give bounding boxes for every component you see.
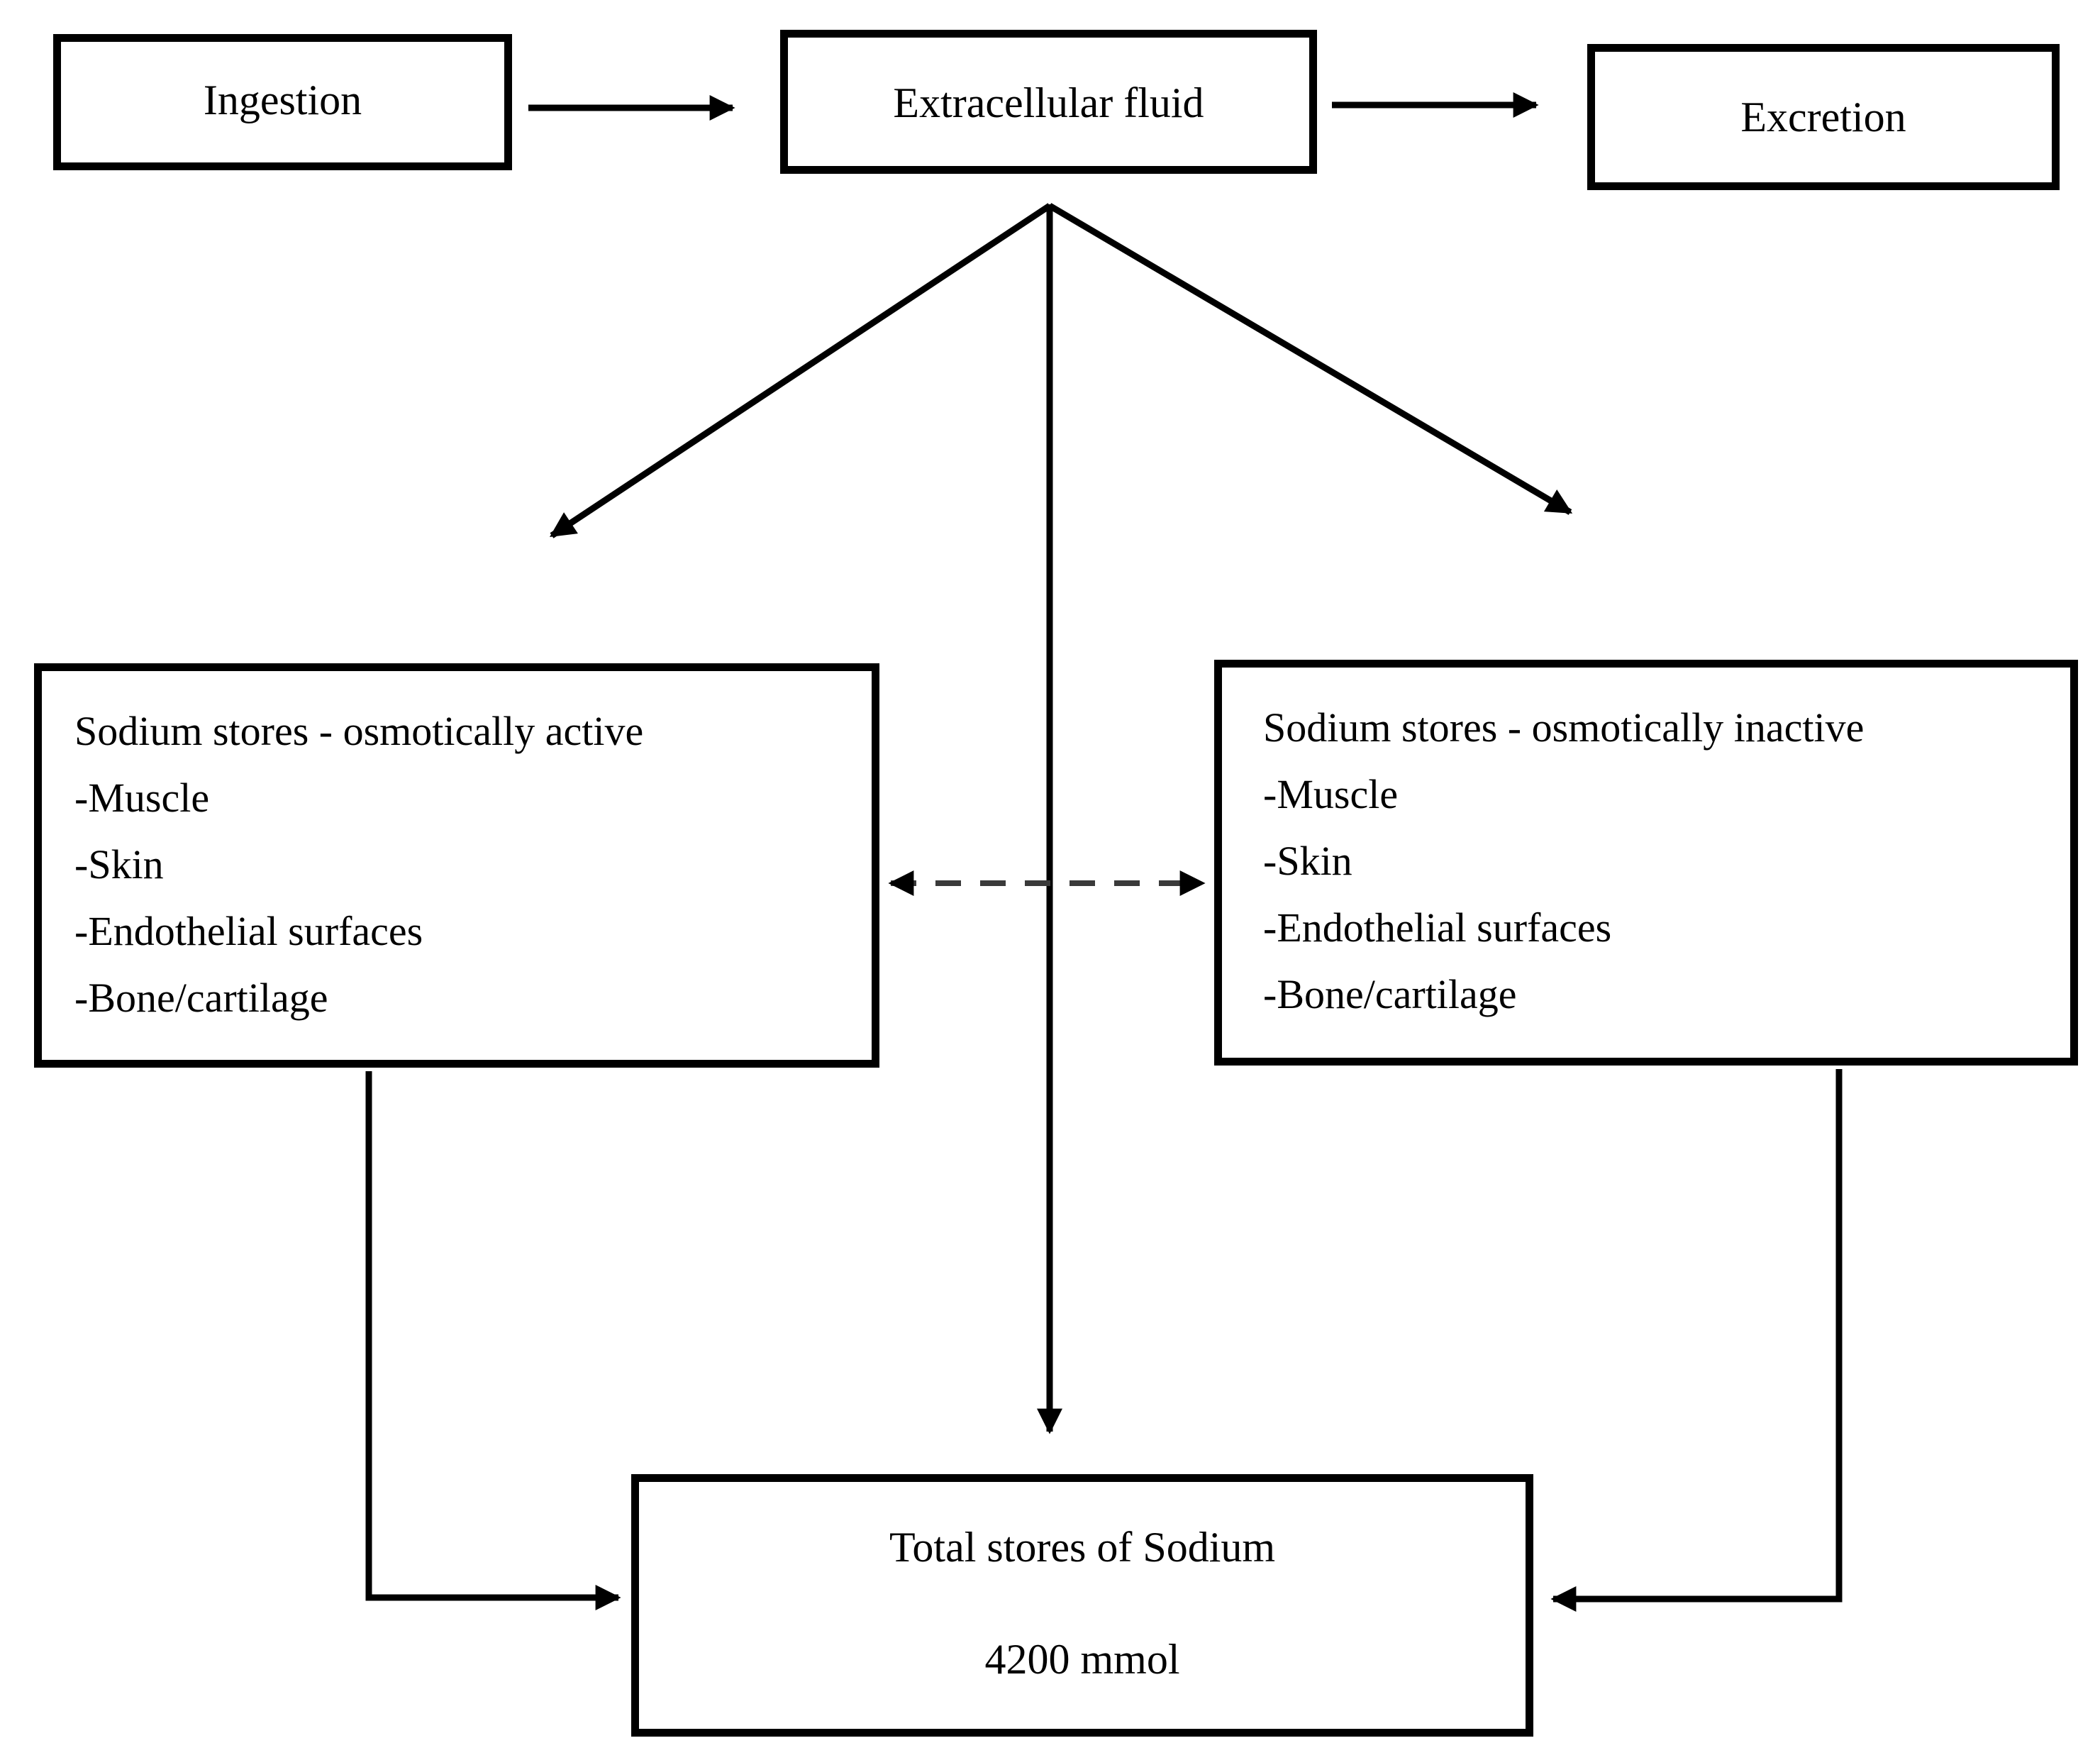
- arrow-inactive-stores-to-total: [1550, 1069, 1843, 1612]
- excretion-label: Excretion: [1740, 94, 1906, 140]
- stores-inactive-item: -Skin: [1263, 837, 1352, 884]
- arrow-ecf-to-active-stores: [549, 203, 1052, 538]
- node-ingestion: Ingestion: [53, 34, 512, 170]
- node-total-stores: Total stores of Sodium 4200 mmol: [631, 1474, 1533, 1737]
- stores-inactive-item: -Endothelial surfaces: [1263, 904, 1612, 951]
- arrow-active-stores-to-total: [365, 1071, 621, 1610]
- arrow-ecf-to-inactive-stores: [1048, 203, 1573, 515]
- stores-active-item: -Skin: [74, 841, 164, 887]
- stores-active-item: -Muscle: [74, 774, 210, 821]
- node-extracellular-fluid: Extracellular fluid: [780, 30, 1317, 174]
- total-stores-label: Total stores of Sodium: [889, 1524, 1276, 1571]
- stores-inactive-item: -Bone/cartilage: [1263, 970, 1517, 1017]
- total-stores-value: 4200 mmol: [984, 1636, 1180, 1683]
- stores-inactive-item: -Muscle: [1263, 770, 1399, 817]
- extracellular-fluid-label: Extracellular fluid: [893, 79, 1204, 126]
- stores-inactive-title: Sodium stores - osmotically inactive: [1263, 704, 1865, 751]
- node-sodium-stores-inactive: Sodium stores - osmotically inactive -Mu…: [1214, 660, 2078, 1066]
- node-excretion: Excretion: [1587, 44, 2060, 190]
- ingestion-label: Ingestion: [203, 77, 362, 123]
- stores-active-title: Sodium stores - osmotically active: [74, 708, 644, 754]
- stores-active-item: -Bone/cartilage: [74, 974, 328, 1021]
- stores-active-item: -Endothelial surfaces: [74, 907, 423, 954]
- node-sodium-stores-active: Sodium stores - osmotically active -Musc…: [34, 663, 879, 1068]
